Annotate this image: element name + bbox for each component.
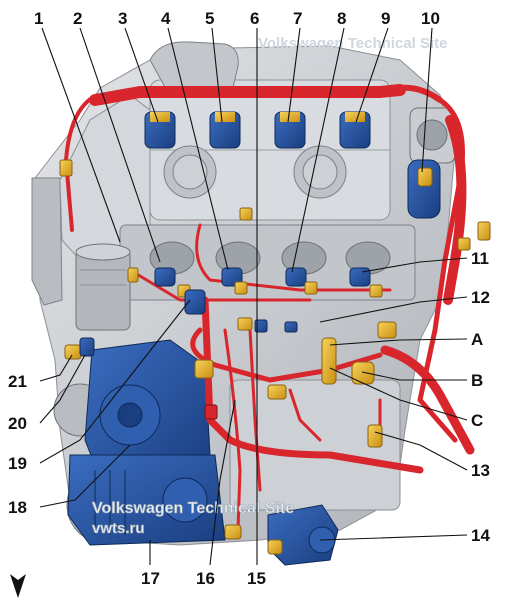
callout-C: C xyxy=(471,411,483,430)
callout-17: 17 xyxy=(141,569,160,588)
callout-18: 18 xyxy=(8,498,27,517)
callout-13: 13 xyxy=(471,461,490,480)
callout-A: A xyxy=(471,330,483,349)
callout-1: 1 xyxy=(34,9,43,28)
callout-8: 8 xyxy=(337,9,346,28)
callout-9: 9 xyxy=(381,9,390,28)
callout-16: 16 xyxy=(196,569,215,588)
injector-3 xyxy=(285,267,307,287)
callout-2: 2 xyxy=(73,9,82,28)
callout-6: 6 xyxy=(250,9,259,28)
callout-21: 21 xyxy=(8,372,27,391)
watermark-top-line1: Volkswagen Technical Site xyxy=(258,35,448,52)
callout-3: 3 xyxy=(118,9,127,28)
ignition-coils xyxy=(144,111,371,149)
injector-4 xyxy=(349,267,371,287)
watermark-bottom: Volkswagen Technical Site vwts.ru xyxy=(92,500,295,538)
callout-labels: 1 2 3 4 5 6 7 8 9 10 11 12 A B C 13 14 1… xyxy=(8,9,490,588)
watermark-bottom-line2: vwts.ru xyxy=(92,520,145,537)
watermark-top-line2: vwts.ru xyxy=(300,54,346,69)
ac-compressor xyxy=(84,339,211,481)
watermark-bottom-line1: Volkswagen Technical Site xyxy=(92,500,294,517)
callout-5: 5 xyxy=(205,9,214,28)
callout-4: 4 xyxy=(161,9,171,28)
injector-1 xyxy=(154,267,176,287)
callout-B: B xyxy=(471,371,483,390)
callout-7: 7 xyxy=(293,9,302,28)
callout-19: 19 xyxy=(8,454,27,473)
callout-10: 10 xyxy=(421,9,440,28)
callout-11: 11 xyxy=(471,249,489,268)
callout-15: 15 xyxy=(247,569,266,588)
watermark-top: Volkswagen Technical Site vwts.ru xyxy=(258,35,448,69)
alternator xyxy=(67,454,226,546)
callout-20: 20 xyxy=(8,414,27,433)
leader-lines xyxy=(39,27,468,566)
callout-12: 12 xyxy=(471,288,490,307)
wiring-harness xyxy=(64,84,475,532)
down-arrow-icon xyxy=(10,574,26,598)
callout-14: 14 xyxy=(471,526,490,545)
sensors xyxy=(59,159,491,555)
